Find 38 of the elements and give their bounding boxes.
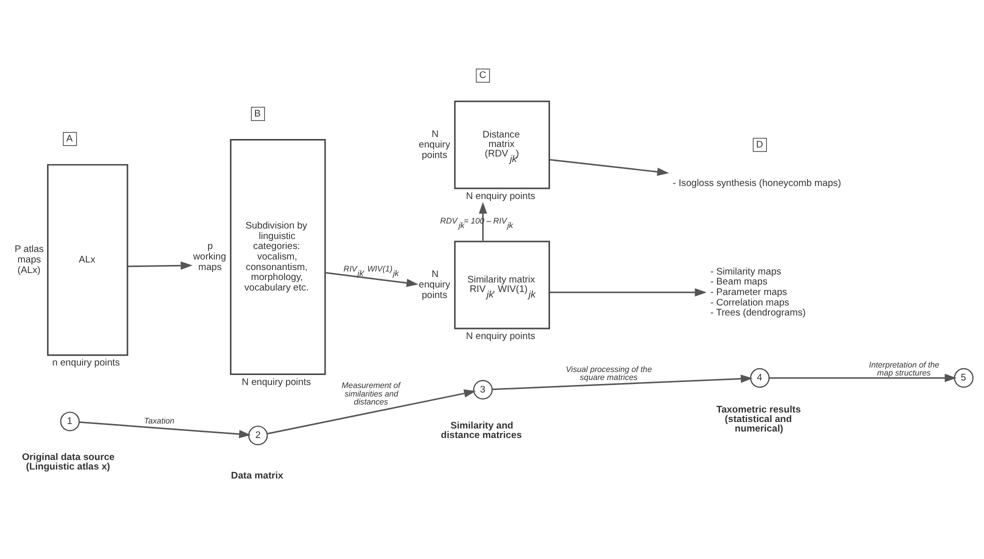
edge-label: Interpretation of the map structures [868,360,939,378]
node-label: P atlas maps (ALx) [14,244,44,276]
node-box: D [752,138,766,152]
arrow [768,374,956,382]
arrow [549,288,706,297]
node-label: N enquiry points [418,269,450,301]
node-circle: 5 [953,368,974,388]
node-label: Taxometric results (statistical and numerical) [716,404,800,435]
node-box: B [250,106,264,121]
node-label: p working maps [192,241,226,273]
arrow [325,272,418,288]
arrow [492,374,752,390]
arrow [127,261,192,270]
node-label: N enquiry points [418,129,450,161]
arrow [478,202,487,241]
edge-label: Measurement of similarities and distances [341,381,400,406]
node-label: N enquiry points [465,331,535,342]
arrow [78,421,250,438]
edge-label: Taxation [144,416,174,426]
arrow [266,389,476,434]
node-circle: 1 [60,412,80,432]
node-label: Data matrix [230,470,283,482]
node-text: - Isogloss synthesis (honeycomb maps) [672,178,841,189]
node-label: N enquiry points [465,191,535,202]
node-circle: 3 [472,380,492,400]
node-label: N enquiry points [241,376,310,388]
node-box: ALx [46,164,128,356]
node-text: - Similarity maps - Beam maps - Parameter maps - Correlation maps - Trees (dendrograms) [710,266,806,319]
node-box: C [475,68,490,83]
node-label: Original data source (Linguistic atlas x) [21,452,114,473]
node-label: n enquiry points [52,358,120,369]
node-label: Similarity and distance matrices [440,420,522,441]
node-box: Subdivision by linguistic categories: vocalism, consonantism, morphology, vocabulary etc. [229,139,326,375]
arrow [549,159,669,176]
node-circle: 2 [248,426,268,446]
edge-label: Visual processing of the square matrices [565,364,652,382]
node-circle: 4 [750,368,770,388]
node-box: A [62,132,76,146]
